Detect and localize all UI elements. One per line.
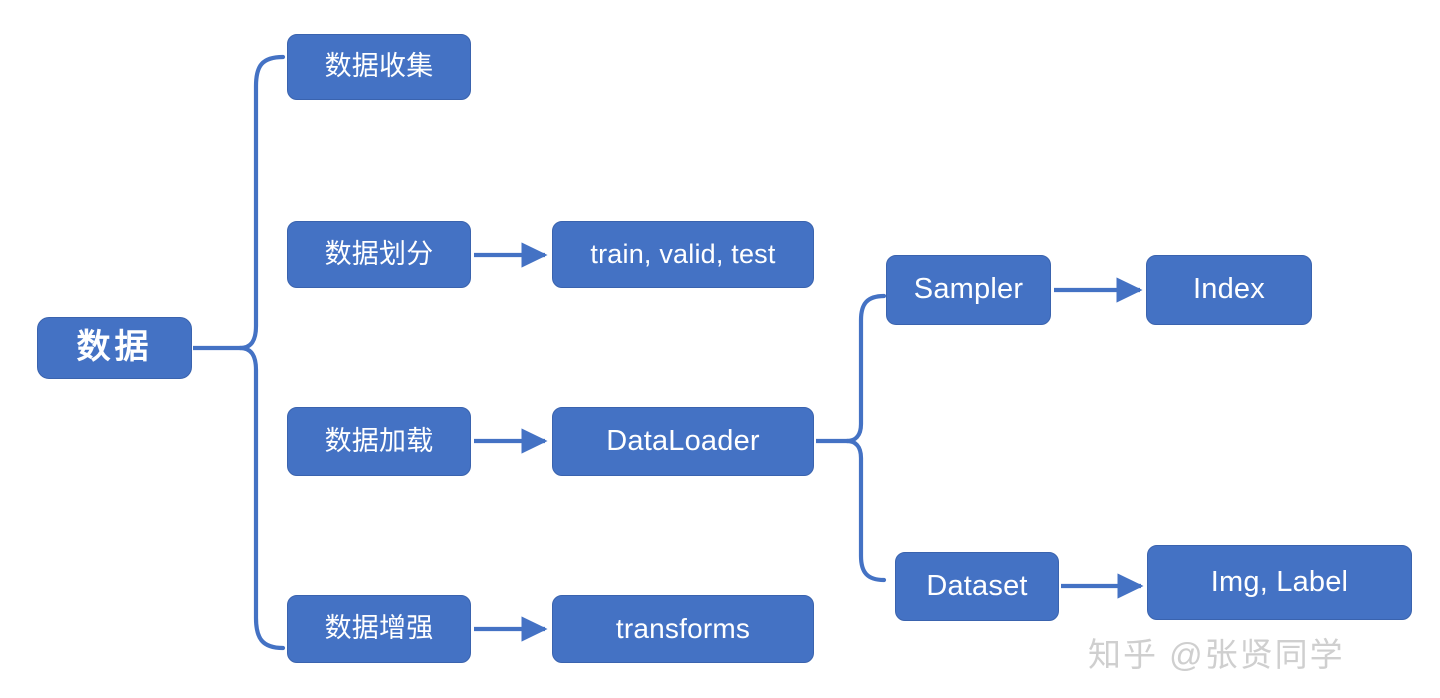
node-root-label: 数据 [76, 328, 153, 367]
node-img-label-label: Img, Label [1210, 565, 1349, 598]
node-index-label: Index [1193, 273, 1265, 306]
node-transforms-label: transforms [615, 612, 751, 644]
brace-dataloader [816, 293, 887, 583]
node-data-split-label: 数据划分 [324, 238, 434, 269]
node-dataset-label: Dataset [926, 569, 1028, 602]
node-data-augmentation[interactable]: 数据增强 [287, 595, 471, 663]
node-transforms[interactable]: transforms [552, 595, 814, 663]
watermark: 知乎 @张贤同学 [1088, 636, 1345, 673]
node-data-loading-label: 数据加载 [324, 425, 434, 456]
node-data-loading[interactable]: 数据加载 [287, 407, 471, 476]
node-train-valid-test[interactable]: train, valid, test [552, 221, 814, 288]
node-img-label[interactable]: Img, Label [1147, 545, 1412, 620]
node-sampler[interactable]: Sampler [886, 255, 1051, 325]
node-data-augmentation-label: 数据增强 [324, 613, 434, 644]
node-root[interactable]: 数据 [37, 317, 192, 379]
node-data-collection-label: 数据收集 [324, 51, 434, 82]
node-index[interactable]: Index [1146, 255, 1312, 325]
node-train-valid-test-label: train, valid, test [590, 238, 776, 269]
node-data-split[interactable]: 数据划分 [287, 221, 471, 288]
node-data-collection[interactable]: 数据收集 [287, 34, 471, 100]
node-dataset[interactable]: Dataset [895, 552, 1059, 621]
node-dataloader[interactable]: DataLoader [552, 407, 814, 476]
node-sampler-label: Sampler [913, 273, 1024, 306]
node-dataloader-label: DataLoader [606, 424, 760, 457]
brace-root [193, 54, 286, 651]
